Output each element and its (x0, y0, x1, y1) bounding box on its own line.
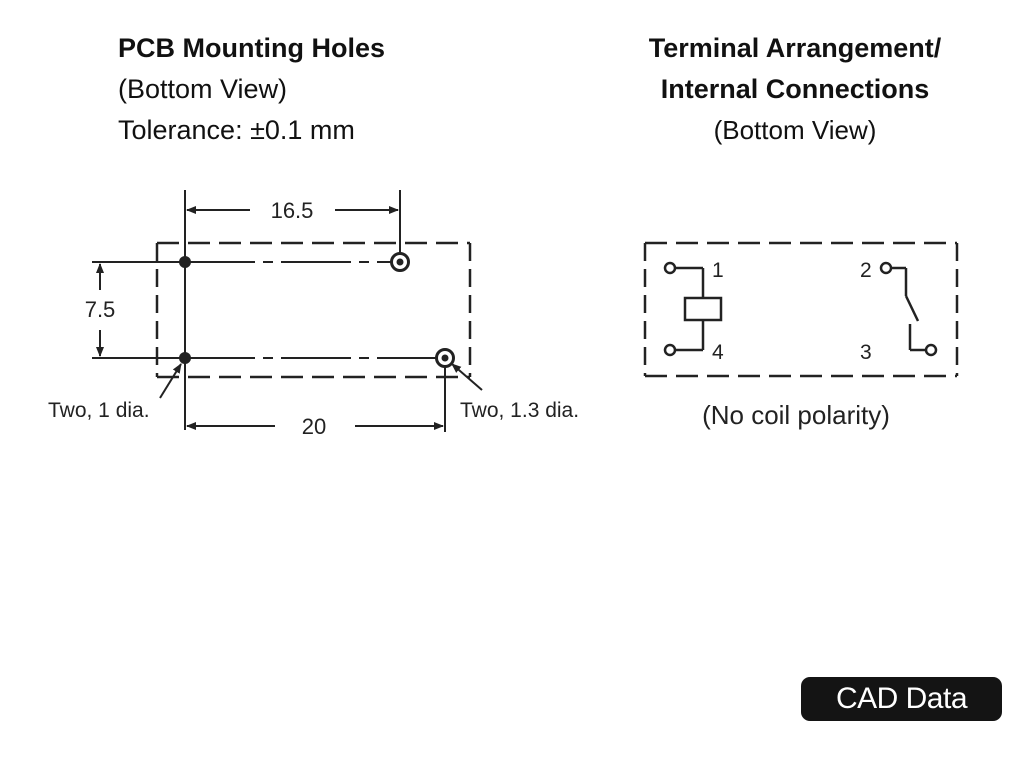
dim-top-label: 16.5 (271, 198, 314, 223)
dim-left-line (92, 261, 180, 359)
hole-small-bottom (179, 352, 191, 364)
hole-large-top (390, 252, 410, 272)
pcb-center-lines (184, 190, 446, 432)
terminal-outline (643, 241, 959, 378)
pin-1-label: 1 (712, 259, 724, 282)
contact-symbol (879, 261, 938, 357)
pcb-title: PCB Mounting Holes (118, 33, 385, 63)
label-small-holes: Two, 1 dia. (48, 399, 150, 422)
terminal-view: (Bottom View) (713, 115, 877, 145)
pcb-tolerance: Tolerance: ±0.1 mm (118, 115, 355, 145)
pin-3-label: 3 (860, 341, 872, 364)
pcb-view: (Bottom View) (118, 74, 288, 104)
leader-large-holes (451, 363, 483, 391)
no-coil-polarity-note: (No coil polarity) (702, 400, 890, 430)
pin-4-label: 4 (712, 341, 724, 364)
hole-large-bottom (435, 348, 455, 368)
dim-bottom-label: 20 (302, 414, 326, 439)
pcb-outline (155, 241, 472, 379)
dim-left-label: 7.5 (85, 297, 116, 322)
pcb-title-block: PCB Mounting Holes (Bottom View) Toleran… (60, 28, 500, 151)
terminal-title-line1: Terminal Arrangement/ (648, 33, 942, 63)
cad-data-button[interactable]: CAD Data (801, 677, 1002, 721)
leader-small-holes (159, 363, 182, 399)
terminal-title-line2: Internal Connections (660, 74, 930, 104)
terminal-title-block: Terminal Arrangement/ Internal Connectio… (565, 28, 1024, 151)
pin-2-label: 2 (860, 259, 872, 282)
label-large-holes: Two, 1.3 dia. (460, 399, 579, 422)
coil-symbol (663, 261, 723, 357)
hole-small-top (179, 256, 191, 268)
